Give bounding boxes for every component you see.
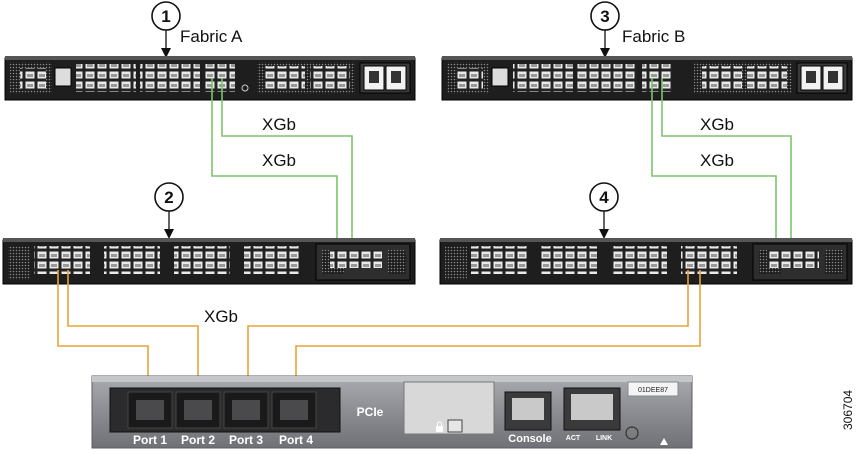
callout-3: 3	[590, 1, 620, 58]
xgb-label-server: XGb	[204, 307, 238, 326]
callout-4: 4	[589, 182, 619, 239]
callout-2: 2	[154, 182, 184, 239]
fabric-b-label: Fabric B	[622, 27, 685, 46]
port-3-label: Port 3	[229, 433, 263, 447]
link-led-label: LINK	[596, 435, 612, 442]
xgb-label-a-lower: XGb	[262, 151, 296, 170]
callout-3-number: 3	[600, 7, 609, 26]
port-4-label: Port 4	[279, 433, 313, 447]
switch-b	[439, 238, 853, 285]
fabric-interconnect-a	[4, 56, 416, 101]
fabric-interconnect-b	[441, 56, 853, 101]
lock-icon	[436, 421, 443, 432]
pcie-label: PCIe	[357, 405, 384, 419]
warning-icon	[660, 438, 668, 445]
port-2-label: Port 2	[181, 433, 215, 447]
xgb-label-b-lower: XGb	[700, 151, 734, 170]
figure-number: 306704	[841, 390, 855, 430]
fabric-a-links	[211, 78, 353, 246]
console-label: Console	[508, 433, 551, 445]
serial-label: 01DEE87	[638, 387, 668, 394]
fabric-b-links	[651, 78, 792, 246]
callout-4-number: 4	[599, 188, 609, 207]
callout-1: 1	[151, 1, 181, 58]
pcie-network-card	[91, 375, 693, 449]
xgb-label-a-upper: XGb	[262, 115, 296, 134]
switch-a	[2, 238, 416, 285]
callout-2-number: 2	[164, 188, 173, 207]
port-1-label: Port 1	[133, 433, 167, 447]
xgb-label-b-upper: XGb	[700, 115, 734, 134]
callout-1-number: 1	[161, 7, 170, 26]
act-label: ACT	[566, 435, 581, 442]
fabric-a-label: Fabric A	[180, 27, 243, 46]
server-links	[57, 270, 701, 402]
